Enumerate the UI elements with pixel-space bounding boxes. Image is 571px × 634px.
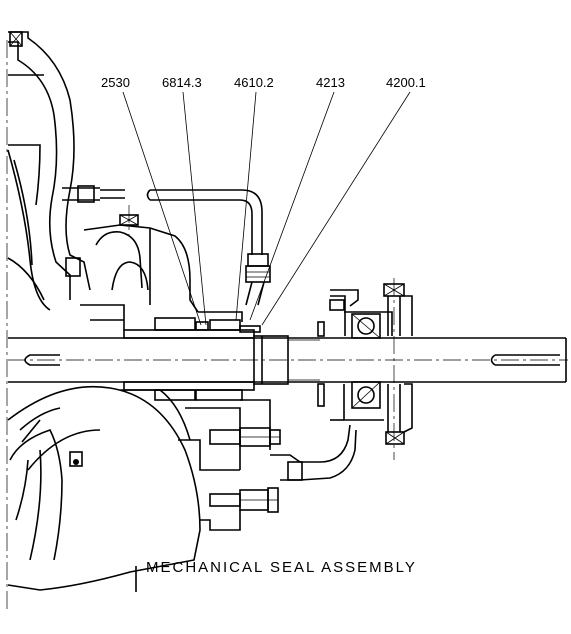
flush-pipe <box>62 185 271 306</box>
leader-lines <box>122 91 411 326</box>
footer-title-text: MECHANICAL SEAL ASSEMBLY <box>146 559 417 576</box>
lower-bolts <box>200 424 357 531</box>
callout-label-4610-2: 4610.2 <box>234 75 274 90</box>
leader-2530 <box>122 91 202 326</box>
callout-label-4200-1: 4200.1 <box>386 75 426 90</box>
leader-6814-3 <box>182 91 207 326</box>
callout-labels: 2530 6814.3 4610.2 4213 4200.1 <box>101 75 426 90</box>
footer-title: MECHANICAL SEAL ASSEMBLY <box>135 559 417 592</box>
mechanical-seal <box>123 311 320 401</box>
bearing-upper <box>351 313 381 339</box>
leader-4200-1 <box>261 91 411 326</box>
callout-label-2530: 2530 <box>101 75 130 90</box>
upper-casing <box>7 31 199 330</box>
leader-4610-2 <box>235 91 257 321</box>
callout-label-6814-3: 6814.3 <box>162 75 202 90</box>
shaft <box>8 337 568 383</box>
gland-bolt-top <box>119 205 139 235</box>
bearing-housing <box>317 278 413 460</box>
bearing-lower <box>351 381 381 409</box>
callout-label-4213: 4213 <box>316 75 345 90</box>
